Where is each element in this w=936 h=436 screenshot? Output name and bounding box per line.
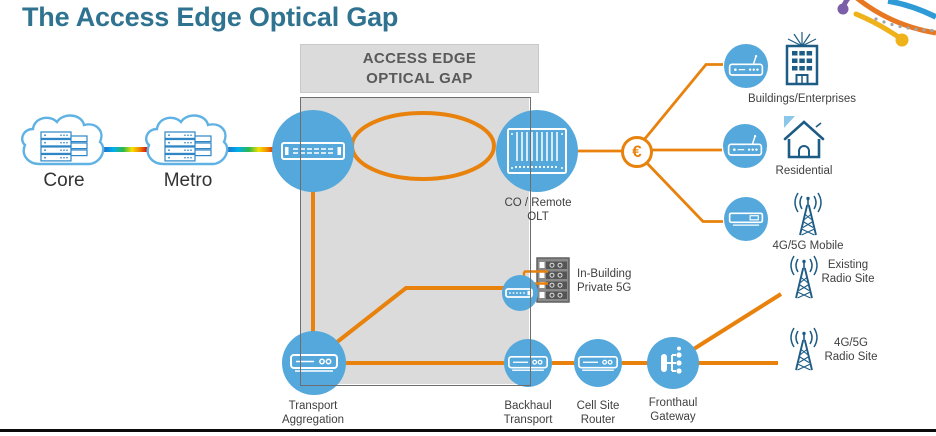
pluggable-olt-icon [505,288,533,298]
transport-edge-node [272,110,354,192]
wifi-router-icon [727,135,763,156]
metro-cloud-icon [145,114,229,166]
backhaul-transport-node [504,339,552,387]
olt-chassis-icon [507,128,567,174]
wifi-router-icon [728,55,764,76]
link-to-existing-radio [687,292,783,354]
optical-link-metro-edge [227,147,276,152]
fronthaul-gateway-label: Fronthaul Gateway [648,397,698,423]
aggregation-router-icon [290,354,338,372]
slide-bottom-border [0,429,936,432]
link-splitter-buildings [642,63,723,142]
gap-header-line2: OPTICAL GAP [366,69,473,87]
residential-label: Residential [775,165,833,177]
optical-splitter-icon: € [621,136,653,168]
router-icon [578,355,618,371]
brand-arcs-logo [837,0,936,47]
radio-tower-icon [790,327,818,371]
indoor-5g-rack-icon [536,257,570,303]
in-building-label: In-Building Private 5G [577,268,632,294]
buildings-ont-node [724,44,768,88]
optical-ring-link [350,111,496,181]
ont-device-icon [728,212,764,226]
optical-link-core-metro [104,147,147,152]
cell-site-router-node [574,339,622,387]
core-label: Core [43,170,85,191]
existing-radio-site-label: Existing Radio Site [821,259,875,285]
residential-ont-node [723,124,767,168]
metro-label: Metro [163,170,213,191]
backhaul-transport-label: Backhaul Transport [503,400,553,426]
cell-site-router-label: Cell Site Router [576,400,620,426]
radio-tower-icon [794,192,822,236]
gap-header-line1: ACCESS EDGE [362,49,477,67]
building-icon [785,32,819,86]
transport-switch-icon [281,142,345,160]
radio-tower-icon [790,255,818,299]
transport-aggregation-label: Transport Aggregation [281,400,345,426]
mobile-ont-node [724,197,768,241]
fronthaul-gateway-node [647,337,699,389]
house-icon [783,116,825,159]
link-splitter-mobile [642,158,723,223]
router-icon [508,355,548,371]
core-cloud-icon [21,114,105,166]
fronthaul-gateway-icon [661,346,682,374]
radio-site-4g5g-label: 4G/5G Radio Site [824,337,878,363]
link-to-inbuilding [330,286,505,348]
in-building-node [502,275,538,311]
page-title: The Access Edge Optical Gap [22,2,399,32]
co-olt-label: CO / Remote OLT [504,197,572,223]
transport-aggregation-node [282,331,346,395]
buildings-label: Buildings/Enterprises [747,93,857,105]
co-remote-olt-node [496,110,578,192]
dotted-trail [874,17,934,33]
mobile-4g5g-label: 4G/5G Mobile [772,240,844,252]
optical-gap-header: ACCESS EDGE OPTICAL GAP [300,44,539,93]
